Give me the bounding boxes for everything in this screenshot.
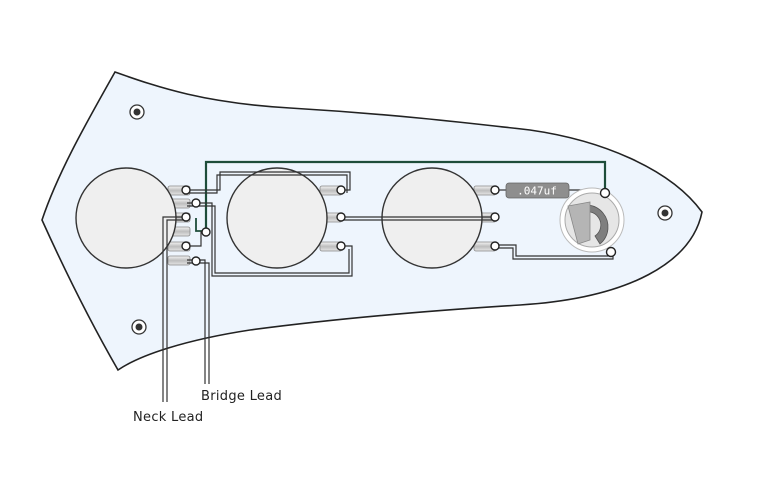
capacitor: .047uf xyxy=(505,182,570,199)
screw-hole-bottom-left xyxy=(131,319,147,335)
volume-pot-bridge xyxy=(226,167,328,269)
ground-wire xyxy=(204,160,607,232)
solder-points xyxy=(181,185,500,266)
volume-pot-neck xyxy=(75,167,177,269)
neck-lead-label: Neck Lead xyxy=(133,410,204,425)
neck-lead-wire xyxy=(162,216,187,402)
tone-pot xyxy=(381,167,483,269)
capacitor-label: .047uf xyxy=(517,185,557,198)
screw-hole-top-left xyxy=(129,104,145,120)
bridge-lead-label: Bridge Lead xyxy=(201,389,283,404)
output-jack xyxy=(559,187,625,258)
control-plate xyxy=(41,71,703,372)
screw-hole-right xyxy=(657,205,673,221)
